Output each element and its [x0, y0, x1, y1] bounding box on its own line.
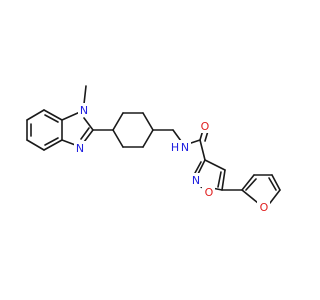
n-methyl-atom: N	[78, 103, 90, 117]
molecule-structure-diagram: N N H N O N O O	[26, 85, 281, 214]
amide-h-label: H	[171, 141, 179, 154]
n-imidazole-atom: N	[74, 141, 86, 155]
isoxazole-o-label: O	[205, 186, 214, 199]
n-methyl-label: N	[80, 104, 88, 117]
isoxazole-o-atom: O	[202, 185, 215, 199]
carbonyl-o-label: O	[201, 120, 210, 133]
bonds	[26, 85, 281, 204]
amide-n-label: N	[181, 141, 189, 154]
isoxazole-n-atom: N	[190, 173, 202, 187]
furan-o-label: O	[260, 201, 269, 214]
n-imidazole-label: N	[76, 142, 84, 155]
isoxazole-n-label: N	[192, 174, 200, 187]
carbonyl-o-atom: O	[198, 119, 211, 133]
amide-nh-atom: H N	[170, 140, 191, 154]
furan-o-atom: O	[257, 200, 270, 214]
atom-labels: N N H N O N O O	[74, 103, 270, 214]
